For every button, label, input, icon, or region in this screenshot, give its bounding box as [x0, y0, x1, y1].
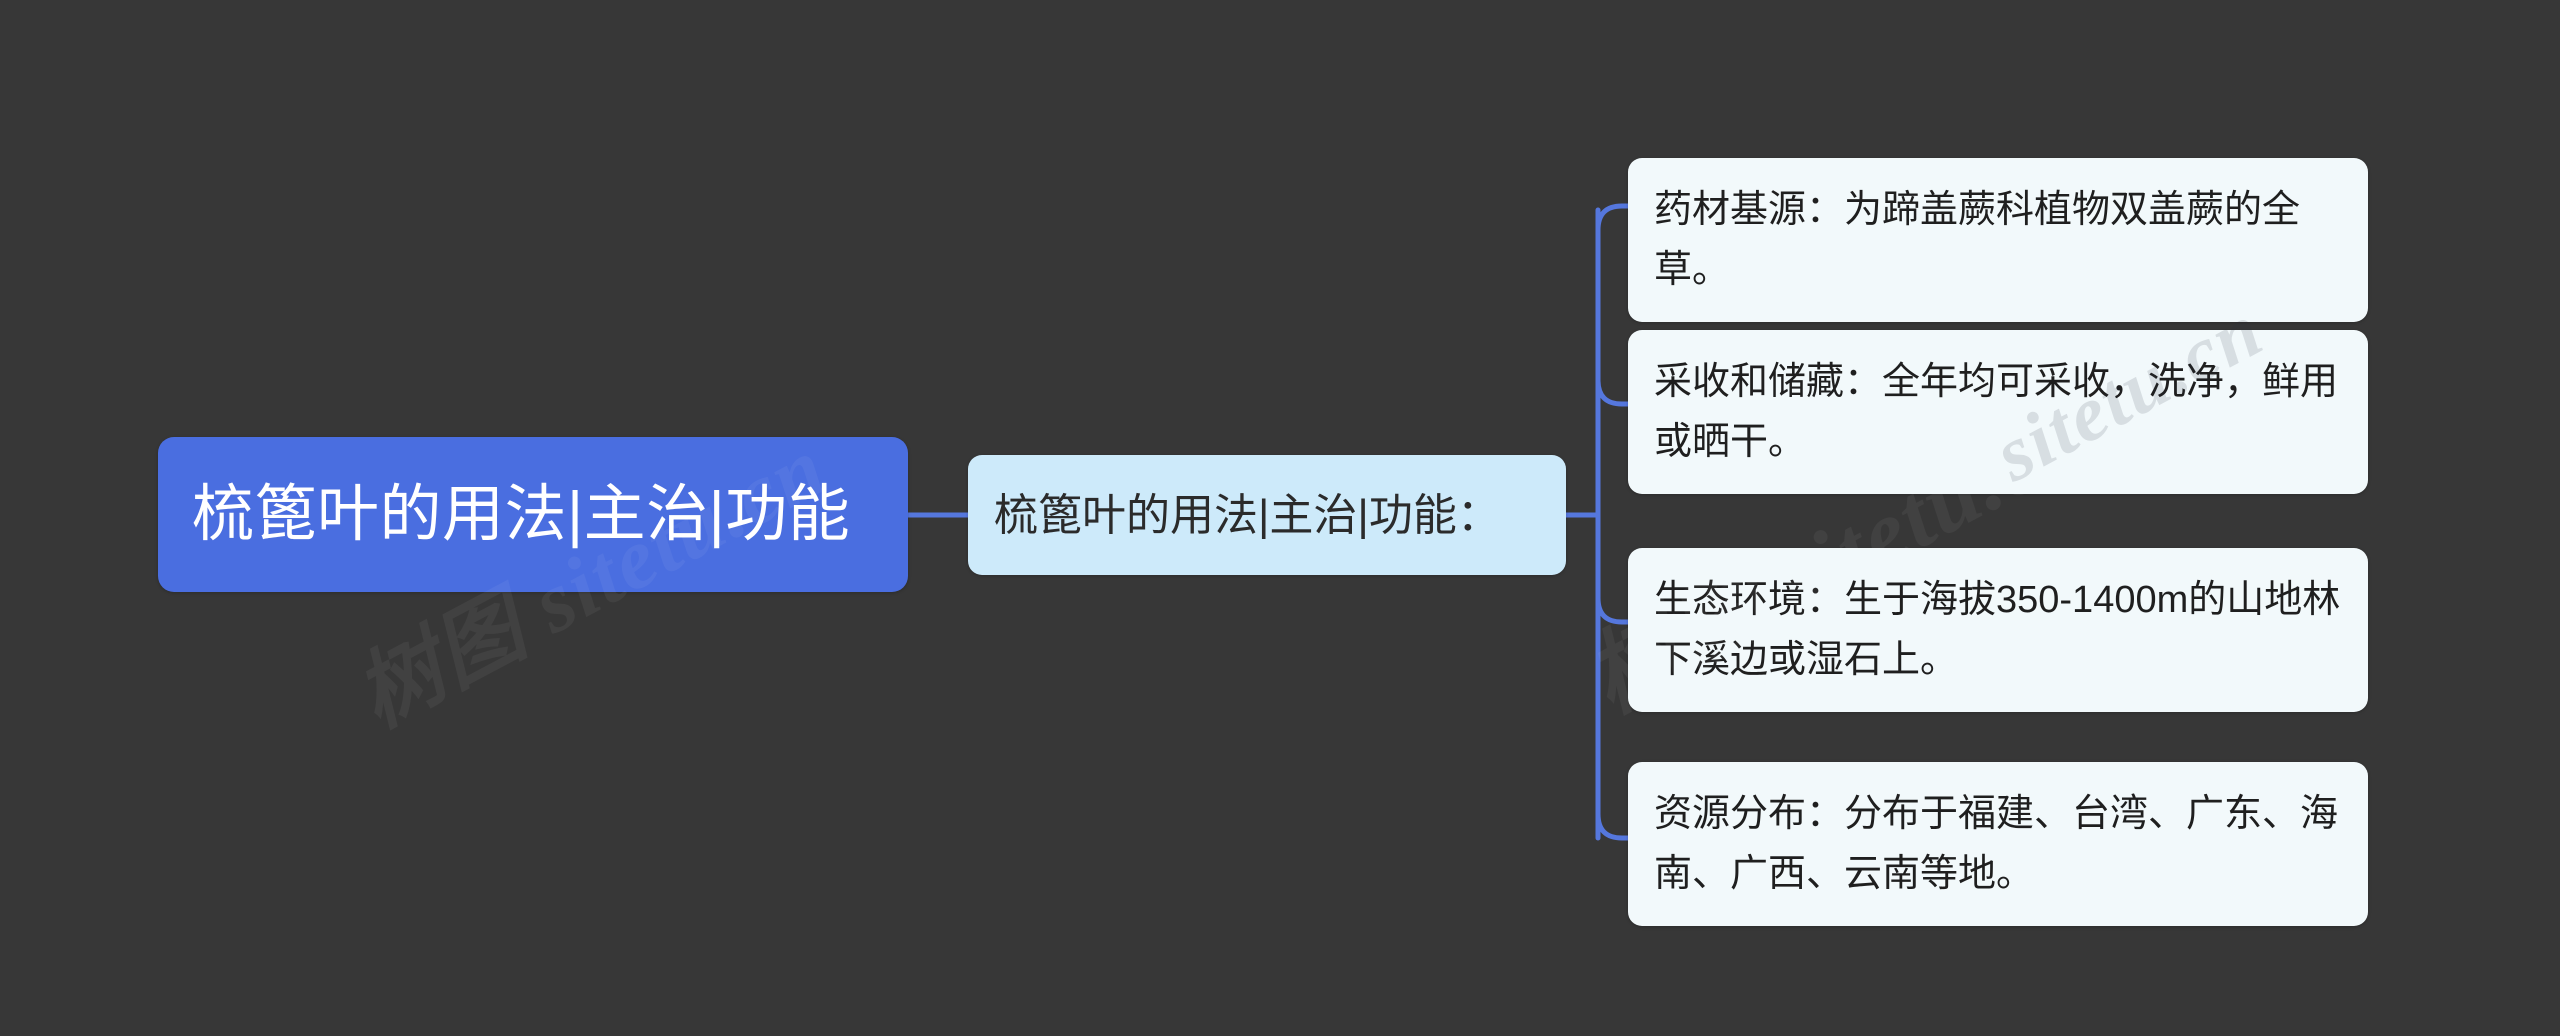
leaf-node-label: 资源分布：分布于福建、台湾、广东、海南、广西、云南等地。: [1654, 793, 2339, 896]
leaf-node-distribution[interactable]: 资源分布：分布于福建、台湾、广东、海南、广西、云南等地。: [1628, 762, 2368, 927]
leaf-node-medicinal-source[interactable]: 药材基源：为蹄盖蕨科植物双盖蕨的全草。: [1628, 158, 2368, 323]
branch-node[interactable]: 梳篦叶的用法|主治|功能：: [968, 455, 1566, 575]
leaf-node-label: 生态环境：生于海拔350-1400m的山地林下溪边或湿石上。: [1654, 579, 2341, 682]
leaf-node-label: 采收和储藏：全年均可采收，洗净，鲜用或晒干。: [1654, 361, 2339, 464]
root-node[interactable]: 梳篦叶的用法|主治|功能: [158, 437, 908, 592]
leaf-node-harvest-storage[interactable]: 采收和储藏：全年均可采收，洗净，鲜用或晒干。: [1628, 330, 2368, 495]
root-node-label: 梳篦叶的用法|主治|功能: [192, 479, 851, 549]
branch-node-label: 梳篦叶的用法|主治|功能：: [994, 490, 1501, 540]
leaf-node-ecology[interactable]: 生态环境：生于海拔350-1400m的山地林下溪边或湿石上。: [1628, 548, 2368, 713]
leaf-node-label: 药材基源：为蹄盖蕨科植物双盖蕨的全草。: [1654, 189, 2301, 292]
